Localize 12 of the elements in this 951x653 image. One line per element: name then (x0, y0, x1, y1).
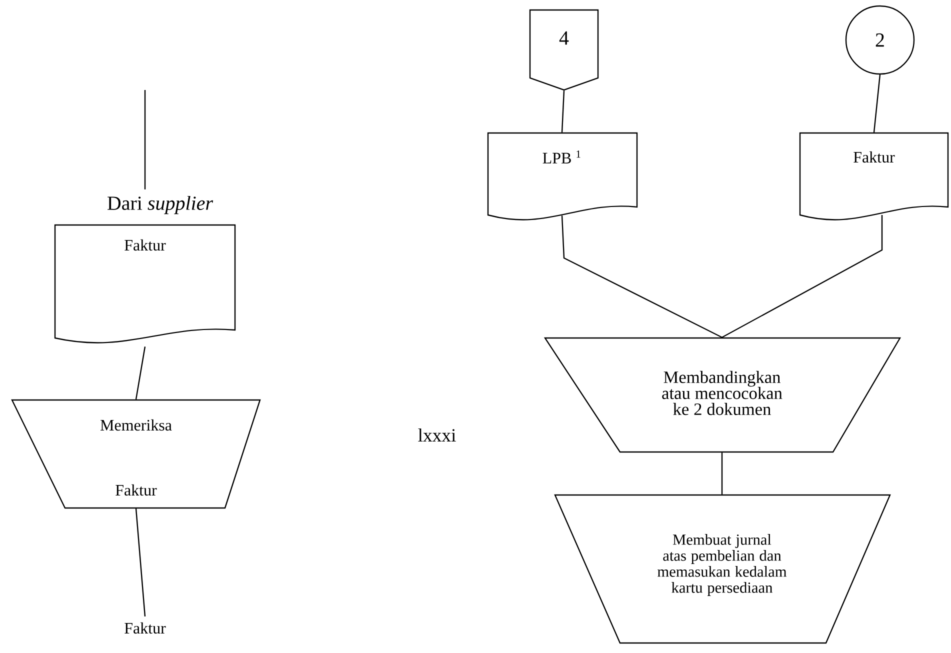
connector-line (144, 90, 146, 190)
node-label: Dari supplier (108, 196, 214, 214)
off-page-connector: 4 (529, 9, 599, 91)
page-number: lxxxi (418, 428, 456, 442)
connector-line (722, 215, 883, 338)
connector-line (873, 74, 881, 132)
connector-line (721, 452, 723, 494)
flow-text: Faktur (124, 622, 166, 634)
connector-line (135, 346, 146, 400)
connector-line (561, 90, 565, 132)
connector-line (561, 216, 722, 338)
connector-line (135, 508, 146, 616)
